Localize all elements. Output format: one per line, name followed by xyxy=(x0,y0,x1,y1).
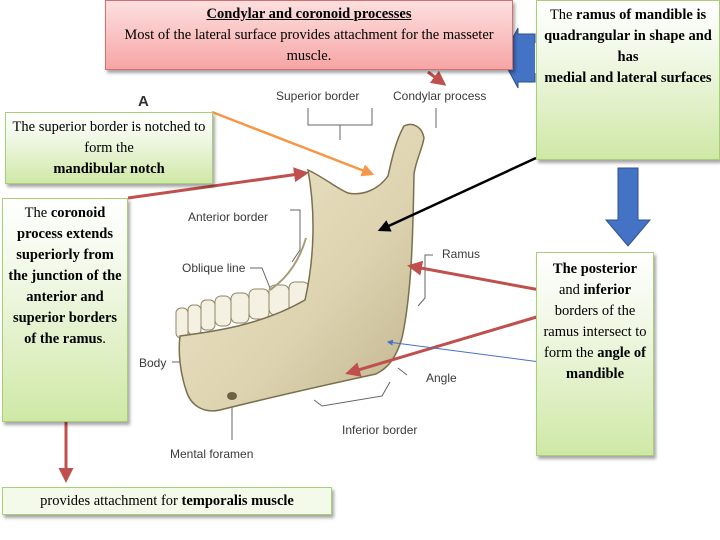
label-angle: Angle xyxy=(426,371,457,385)
callout-posterior-t2: and xyxy=(558,282,584,298)
arrow-to-angle xyxy=(345,314,541,377)
callout-temporalis: provides attachment for temporalis muscl… xyxy=(2,487,332,515)
label-anterior-border: Anterior border xyxy=(188,210,268,224)
arrow-to-angle-thin xyxy=(386,339,541,363)
arrow-to-mandibular-notch xyxy=(211,110,375,177)
callout-angle-of-mandible: The posterior and inferior borders of th… xyxy=(536,252,654,456)
callout-coronoid-t2: coronoid process extends superiorly from… xyxy=(8,205,122,347)
label-oblique-line: Oblique line xyxy=(182,261,246,275)
label-condylar-process: Condylar process xyxy=(393,89,486,103)
callout-temporalis-t1: provides attachment for xyxy=(40,493,182,509)
mandible-bone xyxy=(178,123,425,412)
callout-posterior-t4: borders of the ramus intersect to form t… xyxy=(543,303,647,361)
label-superior-border: Superior border xyxy=(276,89,359,103)
teeth xyxy=(175,281,310,339)
arrow-to-coronoid xyxy=(127,167,309,200)
callout-superior-t1: The superior border is notched to form t… xyxy=(12,119,206,156)
callout-coronoid-t3: . xyxy=(102,331,106,347)
arrow-to-posterior-border xyxy=(407,260,541,292)
callout-condylar-coronoid: Condylar and coronoid processes Most of … xyxy=(105,0,513,70)
callout-coronoid-t1: The xyxy=(24,205,51,221)
label-mental-foramen: Mental foramen xyxy=(170,447,253,461)
callout-temporalis-t2: temporalis muscle xyxy=(181,493,294,509)
callout-ramus-t4: medial and lateral surfaces xyxy=(544,70,712,86)
callout-superior-border: The superior border is notched to form t… xyxy=(5,112,213,184)
label-inferior-border: Inferior border xyxy=(342,423,417,437)
callout-condylar-text: Most of the lateral surface provides att… xyxy=(124,27,494,64)
label-ramus: Ramus xyxy=(442,247,480,261)
mental-foramen-mark xyxy=(227,392,237,400)
blue-down-arrow xyxy=(604,167,652,247)
callout-posterior-t3: inferior xyxy=(583,282,632,298)
callout-superior-t2: mandibular notch xyxy=(53,161,165,177)
callout-condylar-title: Condylar and coronoid processes xyxy=(206,6,412,22)
panel-letter: A xyxy=(138,93,149,110)
callout-posterior-t5: angle of mandible xyxy=(565,345,646,382)
callout-posterior-t1: The posterior xyxy=(552,261,638,277)
arrow-to-condylar xyxy=(427,70,447,86)
callout-ramus-t3: has xyxy=(617,49,639,65)
callout-ramus-shape: The ramus of mandible is quadrangular in… xyxy=(536,0,720,160)
callout-ramus-t2: ramus of mandible is quadrangular in sha… xyxy=(544,7,712,44)
arrow-to-ramus-surface xyxy=(377,156,537,232)
oblique-line-mark xyxy=(269,237,307,291)
callout-ramus-t1: The xyxy=(549,7,577,23)
callout-coronoid-process: The coronoid process extends superiorly … xyxy=(2,198,128,422)
label-body: Body xyxy=(139,356,166,370)
